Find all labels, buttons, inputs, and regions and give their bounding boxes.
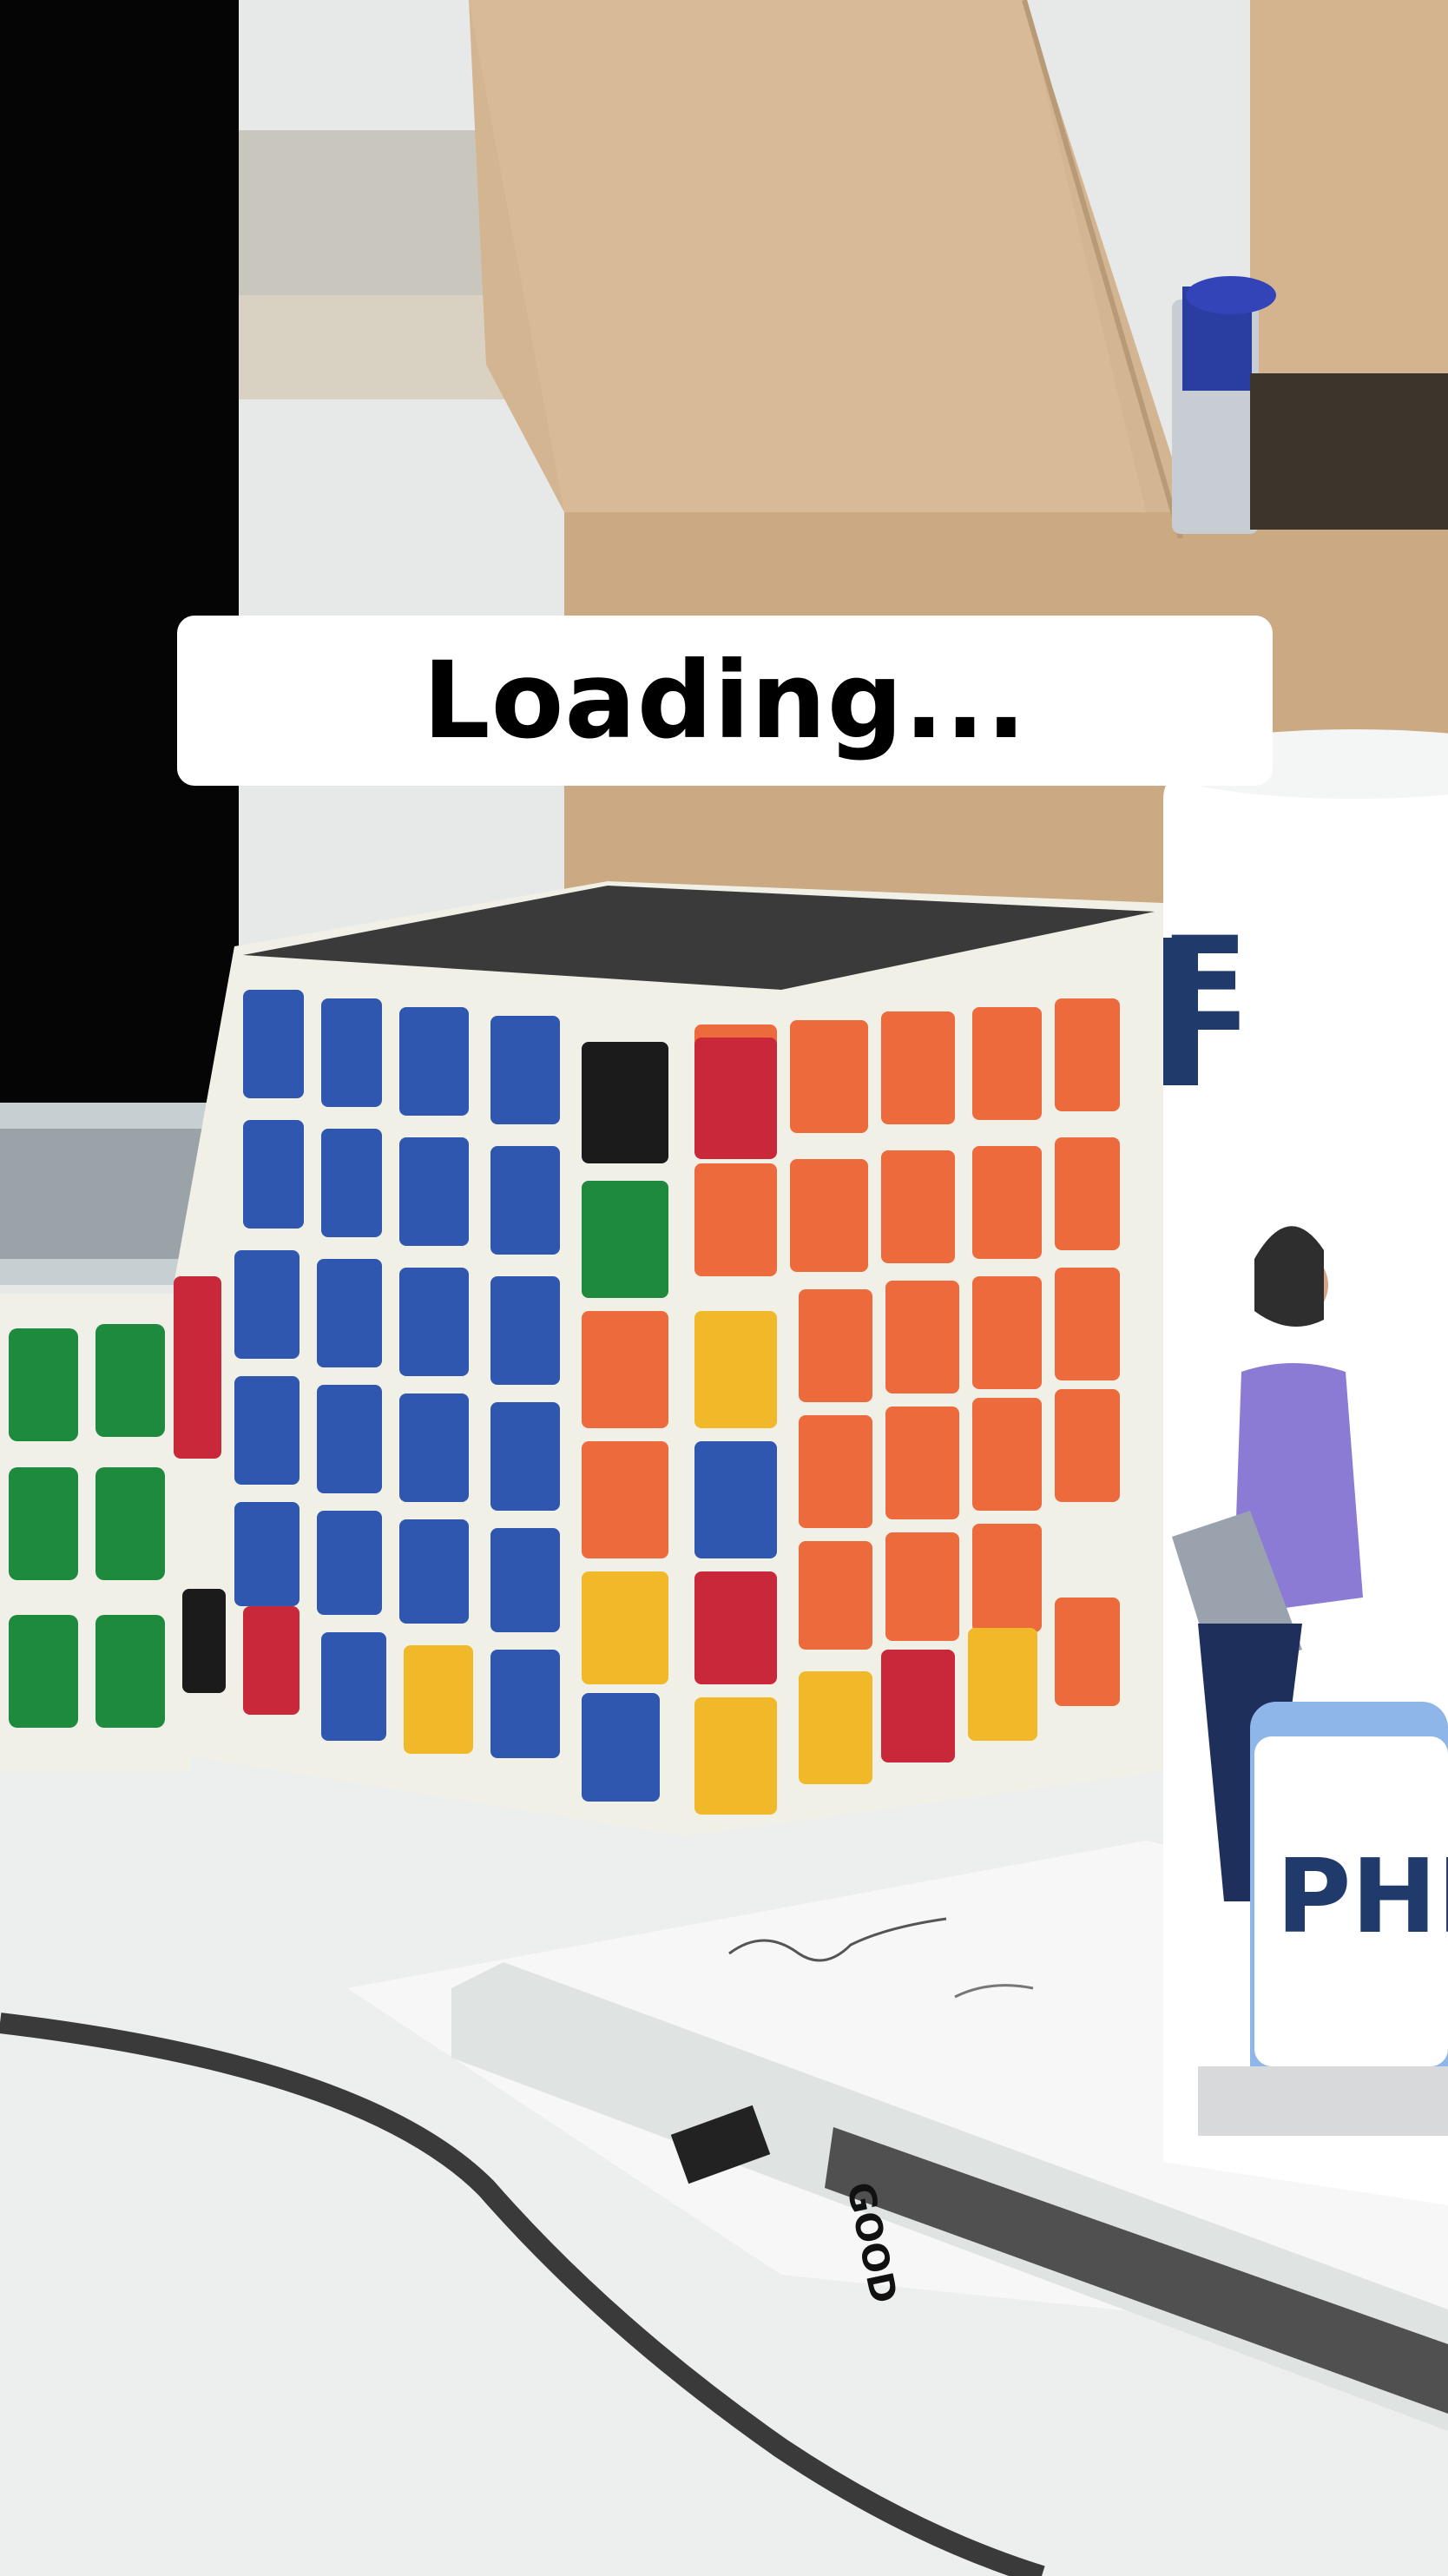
- loading-banner: Loading...: [177, 616, 1273, 786]
- mug-php-badge-text: PHP: [1276, 1836, 1448, 1956]
- mug-partial-letter: E: [1160, 910, 1249, 1061]
- loading-label: Loading...: [422, 639, 1028, 762]
